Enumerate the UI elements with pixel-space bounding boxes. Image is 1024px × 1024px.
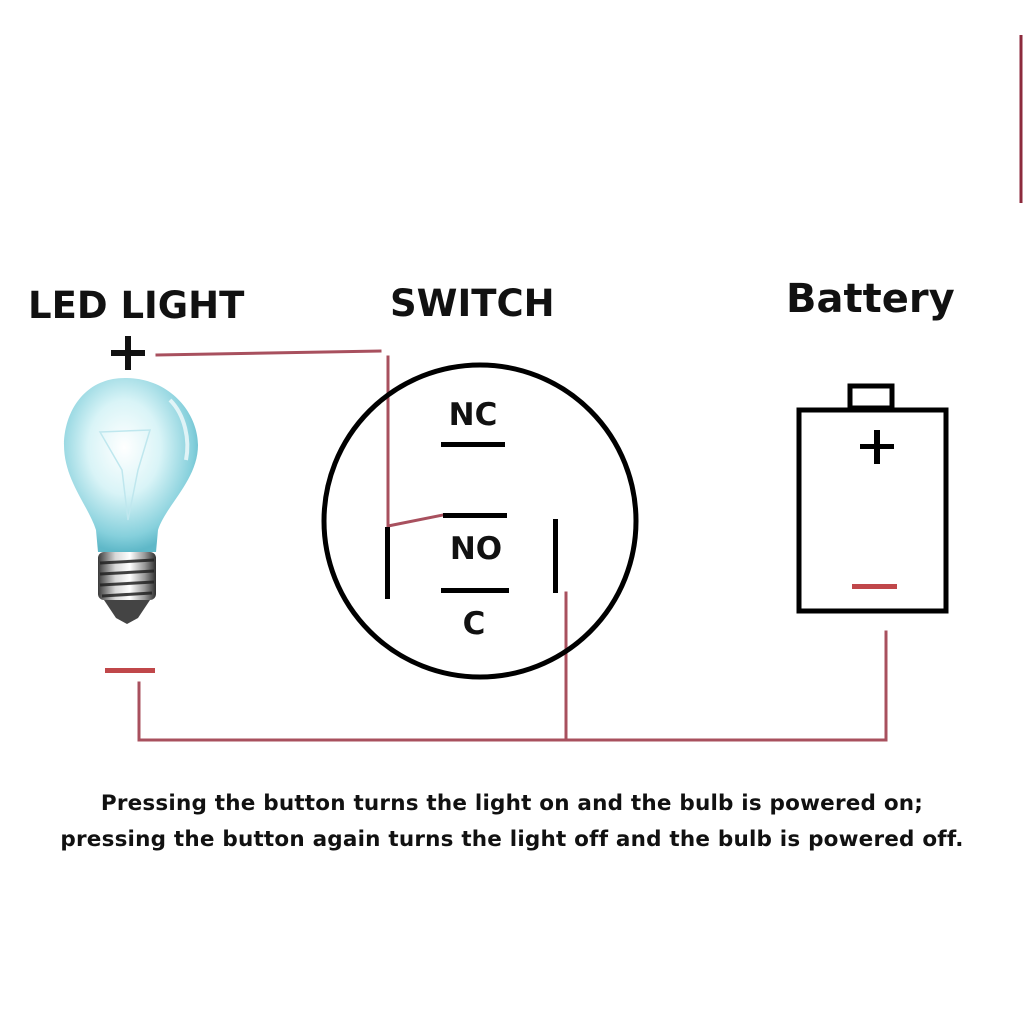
terminal-no-label: NO (450, 531, 502, 567)
terminal-c-label: C (463, 606, 486, 642)
led-positive-terminal-icon (111, 336, 145, 370)
light-bulb-icon (64, 378, 198, 624)
battery-negative-icon (852, 584, 897, 589)
battery-title: Battery (786, 276, 955, 322)
caption-line-1: Pressing the button turns the light on a… (100, 791, 924, 816)
battery-icon (796, 383, 949, 614)
terminal-nc-label: NC (449, 397, 498, 433)
led-light-title: LED LIGHT (28, 284, 245, 327)
caption-line-2: pressing the button again turns the ligh… (60, 827, 964, 852)
wire-led-positive-to-switch (155, 349, 382, 357)
wire-switch-common-drop (386, 355, 445, 528)
battery-positive-icon (860, 430, 894, 464)
switch-icon (321, 362, 639, 680)
switch-title: SWITCH (390, 282, 555, 325)
wires (137, 349, 888, 742)
caption: Pressing the button turns the light on a… (0, 786, 1024, 858)
led-negative-terminal-icon (105, 668, 155, 673)
wire-ground-bus (137, 630, 888, 742)
